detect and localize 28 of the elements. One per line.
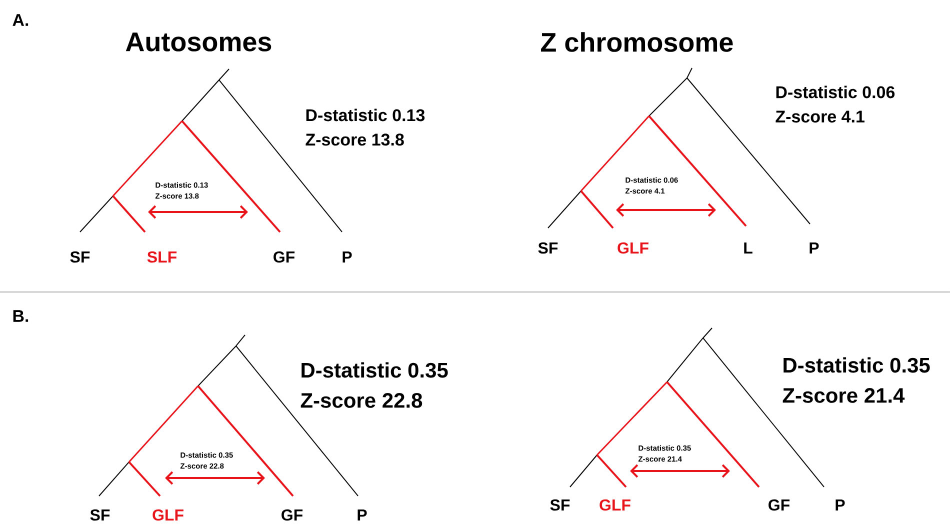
panel-title: Autosomes — [126, 32, 272, 52]
statistic-text: Z-score 13.8 — [306, 134, 404, 146]
taxon-label: P — [358, 509, 367, 520]
taxon-label: SF — [70, 251, 90, 263]
panel-label: A. — [12, 14, 28, 26]
taxon-label: P — [342, 252, 352, 262]
statistic-text: D-statistic 0.06 — [776, 86, 895, 98]
panel-title: Z chromosome — [541, 32, 733, 52]
statistic-text: D-statistic 0.35 — [784, 357, 930, 373]
taxon-label: GF — [282, 509, 303, 521]
statistic-text: Z-score 22.8 — [300, 393, 422, 408]
taxon-label: L — [744, 242, 752, 254]
taxon-label: SLF — [147, 251, 177, 263]
statistic-text: D-statistic 0.13 — [306, 108, 425, 122]
panel-label: B. — [13, 310, 28, 322]
taxon-label: GLF — [152, 509, 184, 521]
statistic-text: Z-score 4.1 — [776, 110, 864, 123]
taxon-label: GF — [274, 251, 295, 263]
taxon-label: SF — [550, 499, 570, 511]
taxon-label: GF — [768, 499, 790, 511]
taxon-label: SF — [538, 242, 558, 254]
statistic-text: Z-score 21.4 — [782, 388, 905, 403]
taxon-label: GLF — [600, 499, 630, 511]
taxon-label: P — [836, 499, 845, 510]
taxon-label: P — [810, 242, 819, 254]
taxon-label: GLF — [618, 242, 648, 254]
taxon-label: SF — [90, 509, 110, 521]
statistic-text: D-statistic 0.35 — [302, 362, 448, 378]
